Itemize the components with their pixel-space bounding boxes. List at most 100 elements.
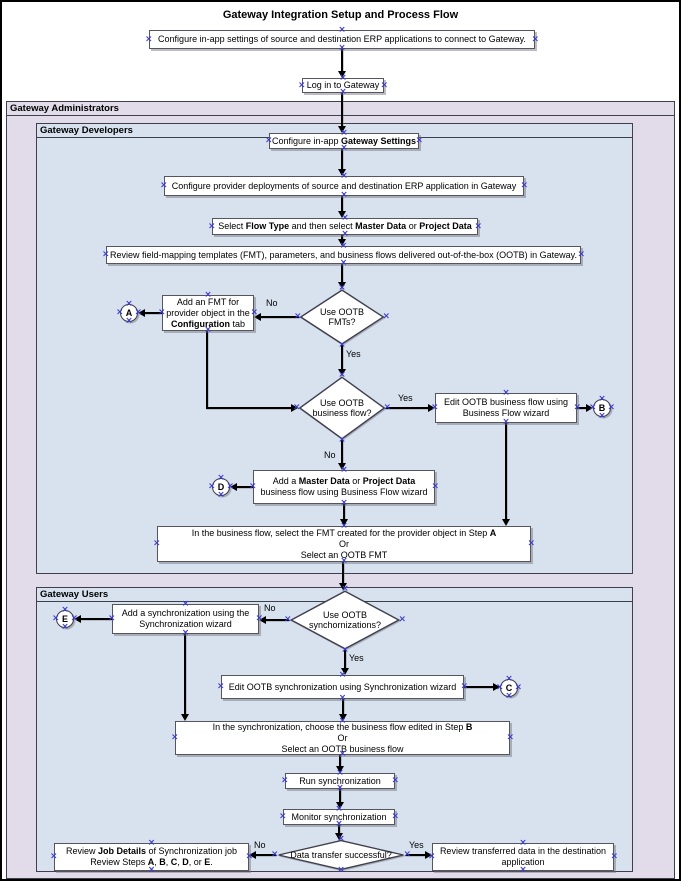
connector-letter: E: [61, 614, 68, 624]
arrowhead-icon: [338, 369, 346, 376]
arrowhead-icon: [425, 851, 432, 859]
text-line: synchornizations?: [308, 620, 382, 630]
connector-line: [339, 755, 341, 766]
process-review-transferred-data: Review transferred data in the destinati…: [428, 839, 618, 875]
lane-header: Gateway Administrators: [7, 102, 674, 116]
arrowhead-icon: [338, 463, 346, 470]
text-segment: Configuration: [170, 318, 230, 329]
arrowhead-icon: [335, 833, 343, 840]
text-segment: In the synchronization, choose the busin…: [212, 721, 466, 732]
edge-label-no: No: [324, 450, 336, 460]
arrowhead-icon: [74, 615, 81, 623]
lane-label: Gateway Users: [40, 589, 109, 600]
process-monitor-synchronization: Monitor synchronization ××××: [279, 805, 399, 829]
text-line: Edit OOTB synchronization using Synchron…: [228, 681, 457, 692]
process-configure-gateway-settings: Configure in-app Gateway Settings ××××: [265, 129, 423, 153]
text-segment: A: [489, 527, 497, 538]
text-segment: Master Data: [298, 476, 350, 486]
text-segment: or: [406, 221, 420, 231]
text-line: Monitor synchronization: [291, 811, 387, 822]
arrowhead-icon: [254, 313, 261, 321]
text-segment: B: [465, 721, 473, 732]
arrowhead-icon: [338, 282, 346, 289]
process-add-business-flow: Add a Master Data or Project Data busine…: [249, 466, 439, 508]
diamond-shape: [276, 840, 406, 870]
process-select-flow-type: Select Flow Type and then select Master …: [208, 214, 482, 239]
arrowhead-icon: [493, 683, 500, 691]
text-segment: , or: [188, 857, 205, 867]
text-line: business flow using Business Flow wizard: [260, 487, 428, 497]
text-segment: Select: [218, 221, 246, 231]
connection-handle-icon: ×: [380, 80, 388, 90]
text-segment: Flow Type: [245, 221, 290, 231]
arrowhead-icon: [338, 239, 346, 246]
offpage-connector-e: E××××: [52, 606, 78, 632]
edge-label-yes: Yes: [349, 653, 364, 663]
connector-line: [341, 92, 343, 126]
process-log-in-to-gateway: Log in to Gateway ××××: [298, 74, 388, 97]
edge-label-no: No: [254, 840, 266, 850]
text-line: Add a Master Data or Project Data: [273, 476, 416, 487]
process-configure-provider-deployments: Configure provider deployments of source…: [160, 172, 528, 200]
connector-line: [342, 562, 344, 583]
connector-line: [464, 686, 493, 688]
process-add-fmt: Add an FMT for provider object in the Co…: [158, 291, 258, 335]
text-line: Use OOTB: [322, 609, 367, 620]
connector-line: [145, 312, 162, 314]
process-configure-erp-settings: Configure in-app settings of source and …: [145, 26, 539, 53]
edge-label-no: No: [264, 603, 276, 613]
decision-use-ootb-fmts: Use OOTB FMTs? ××××: [294, 284, 390, 350]
text-segment: Project Data: [362, 476, 416, 486]
text-line: Configure in-app Gateway Settings: [272, 136, 416, 147]
arrowhead-icon: [340, 519, 348, 526]
arrowhead-icon: [138, 309, 145, 317]
page-title: Gateway Integration Setup and Process Fl…: [222, 9, 459, 21]
text-line: Select Flow Type and then select Master …: [218, 221, 471, 232]
diamond-shape: [298, 376, 386, 440]
offpage-connector-c: C××××: [496, 675, 522, 701]
connector-line: [261, 316, 299, 318]
connector-line: [406, 854, 425, 856]
connector-line: [344, 650, 346, 668]
connector-line: [256, 854, 276, 856]
offpage-connector-b: B××××: [589, 395, 615, 421]
connection-handle-icon: ×: [145, 34, 153, 44]
text-line: FMTs?: [328, 317, 356, 327]
process-select-fmt-in-business-flow: In the business flow, select the FMT cre…: [153, 522, 535, 566]
text-line: Configure in-app settings of source and …: [158, 34, 526, 44]
process-review-ootb-templates: Review field-mapping templates (FMT), pa…: [102, 242, 585, 268]
text-line: Business Flow wizard: [462, 408, 550, 418]
arrowhead-icon: [249, 851, 256, 859]
arrowhead-icon: [428, 404, 435, 412]
text-segment: and then select: [289, 221, 356, 231]
text-segment: or: [349, 476, 363, 486]
arrowhead-icon: [502, 519, 510, 526]
text-segment: In the business flow, select the FMT cre…: [191, 527, 490, 538]
text-line: In the synchronization, choose the busin…: [213, 722, 473, 733]
decision-data-transfer-successful: Data transfer successful? ××××: [271, 835, 411, 875]
connector-letter: B: [598, 403, 606, 413]
connection-handle-icon: ×: [531, 34, 539, 44]
text-segment: Project Data: [419, 221, 472, 231]
process-choose-business-flow-in-sync: In the synchronization, choose the busin…: [171, 717, 514, 759]
text-segment: D: [182, 857, 189, 867]
arrowhead-icon: [339, 714, 347, 721]
decision-text: Use OOTB business flow?: [298, 376, 386, 440]
connector-letter: A: [125, 308, 133, 318]
decision-text: Data transfer successful?: [276, 840, 406, 870]
text-line: Use OOTB: [319, 397, 364, 408]
arrowhead-icon: [230, 483, 237, 491]
connector-line: [338, 825, 340, 833]
text-line: Run synchronization: [299, 775, 381, 786]
arrowhead-icon: [291, 404, 298, 412]
arrowhead-icon: [586, 404, 593, 412]
text-line: business flow?: [312, 408, 372, 418]
text-line: Select an OOTB FMT: [300, 549, 388, 560]
arrowhead-icon: [181, 714, 189, 721]
text-line: Edit OOTB business flow using: [443, 397, 569, 407]
arrowhead-icon: [341, 668, 349, 675]
lane-label: Gateway Developers: [40, 125, 133, 136]
connector-line: [206, 407, 291, 409]
text-segment: Add a: [272, 476, 299, 486]
connector-line: [339, 789, 341, 802]
